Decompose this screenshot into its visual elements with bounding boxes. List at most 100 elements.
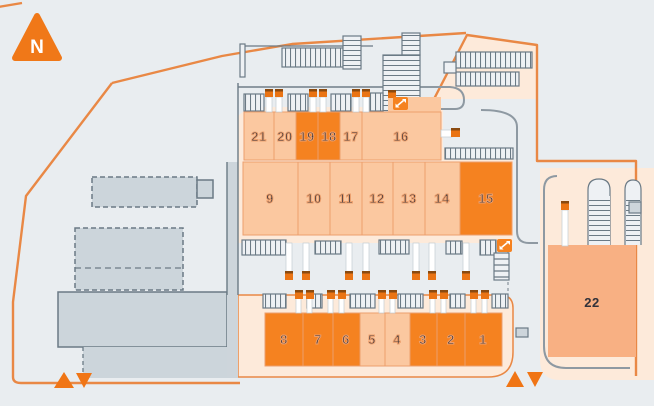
unit-10[interactable]: 10 — [297, 161, 331, 236]
unit-2[interactable]: 2 — [436, 312, 466, 367]
unit-22[interactable]: 22 — [548, 245, 636, 357]
existing-building-4 — [83, 347, 238, 378]
boundary-left-bottom — [11, 82, 240, 385]
loading-door-marker — [440, 290, 448, 299]
parking-column-stalls — [589, 196, 610, 245]
entrance-markers — [54, 371, 543, 388]
road-edge-right-pad — [543, 175, 630, 369]
stairs-outline — [493, 252, 510, 281]
road-band — [227, 162, 238, 377]
parking-row — [455, 71, 520, 87]
stairs — [493, 252, 510, 281]
unit-18-label: 18 — [321, 129, 336, 144]
loading-door-marker — [429, 290, 437, 299]
diagonal-double-arrow-icon — [497, 239, 512, 252]
loading-door-marker — [295, 290, 303, 299]
parking-row-stub — [443, 61, 457, 74]
unit-1-label: 1 — [479, 332, 487, 347]
parking-row — [281, 47, 344, 68]
entrance-triangles-icon — [506, 371, 543, 387]
unit-1[interactable]: 1 — [464, 312, 503, 367]
unit-9[interactable]: 9 — [242, 161, 299, 236]
north-arrow-icon: N — [12, 13, 62, 61]
loading-door-marker — [428, 271, 436, 280]
unit-15-label: 15 — [478, 191, 493, 206]
unit-2-label: 2 — [447, 332, 455, 347]
parking-row — [444, 147, 514, 160]
loading-door-marker — [362, 271, 370, 280]
unit-15[interactable]: 15 — [459, 161, 513, 236]
unit-20[interactable]: 20 — [273, 111, 297, 161]
boundary-top — [111, 31, 467, 85]
unit-13-label: 13 — [401, 191, 416, 206]
parking-row — [243, 93, 265, 112]
unit-4-label: 4 — [393, 332, 401, 347]
unit-19-label: 19 — [299, 129, 314, 144]
entrance-triangles-icon — [54, 372, 92, 388]
existing-building-1 — [91, 176, 198, 208]
unit-7[interactable]: 7 — [302, 312, 334, 367]
unit-10-label: 10 — [306, 191, 321, 206]
existing-building-1-annex — [196, 179, 214, 199]
loading-door-marker — [561, 201, 569, 210]
unit-4[interactable]: 4 — [384, 312, 411, 367]
unit-21[interactable]: 21 — [243, 111, 275, 161]
unit-8[interactable]: 8 — [264, 312, 304, 367]
parking-row — [445, 240, 463, 255]
existing-buildings — [57, 83, 529, 378]
unit-6[interactable]: 6 — [332, 312, 361, 367]
parking-row — [491, 293, 509, 309]
loading-door-marker — [362, 89, 370, 97]
road-edge-vertical — [480, 109, 538, 244]
units-bottom-row: 8 7 6 5 4 3 2 1 — [264, 312, 503, 367]
unit-12-label: 12 — [369, 191, 384, 206]
parking-row — [378, 239, 410, 255]
unit-12[interactable]: 12 — [361, 161, 394, 236]
units-middle-row: 9 10 11 12 13 14 15 — [242, 161, 513, 236]
loading-door-marker — [352, 89, 360, 97]
loading-door-marker — [309, 89, 317, 97]
unit-19[interactable]: 19 — [295, 111, 319, 161]
parking-row — [241, 239, 287, 256]
diagonal-double-arrow-icon — [393, 97, 408, 110]
loading-door-marker — [306, 290, 314, 299]
unit-3[interactable]: 3 — [409, 312, 438, 367]
parking-row — [287, 93, 309, 112]
unit-5[interactable]: 5 — [359, 312, 386, 367]
parking-structure — [628, 201, 642, 214]
existing-building-2 — [74, 227, 184, 291]
unit-22-label: 22 — [584, 295, 599, 310]
unit-5-label: 5 — [368, 332, 376, 347]
loading-door-marker — [470, 290, 478, 299]
loading-door-marker — [451, 128, 460, 137]
loading-door-marker — [378, 290, 386, 299]
parking-row — [349, 293, 376, 309]
parking-row — [397, 293, 424, 309]
loading-door-marker — [389, 290, 397, 299]
unit-18[interactable]: 18 — [317, 111, 341, 161]
road-stub — [515, 327, 529, 338]
unit-17[interactable]: 17 — [339, 111, 363, 161]
unit-16-label: 16 — [393, 129, 408, 144]
unit-13[interactable]: 13 — [392, 161, 426, 236]
loading-door-marker — [275, 89, 283, 97]
loading-doors — [265, 89, 569, 314]
unit-17-label: 17 — [343, 129, 358, 144]
parking-row — [314, 240, 342, 255]
north-arrow-label: N — [30, 37, 44, 58]
units-top-row: 21 20 19 18 17 16 — [243, 97, 442, 161]
stairs-steps — [494, 258, 509, 278]
loading-door-marker — [338, 290, 346, 299]
unit-14[interactable]: 14 — [424, 161, 461, 236]
unit-11[interactable]: 11 — [329, 161, 363, 236]
unit-11-label: 11 — [339, 191, 354, 206]
parking-row — [449, 293, 466, 309]
loading-door-marker — [302, 271, 310, 280]
parking-row — [330, 93, 352, 112]
loading-door-marker — [412, 271, 420, 280]
loading-door-marker — [345, 271, 353, 280]
loading-door-marker — [285, 271, 293, 280]
parking-wall-post — [239, 43, 246, 78]
unit-9-label: 9 — [266, 191, 274, 206]
